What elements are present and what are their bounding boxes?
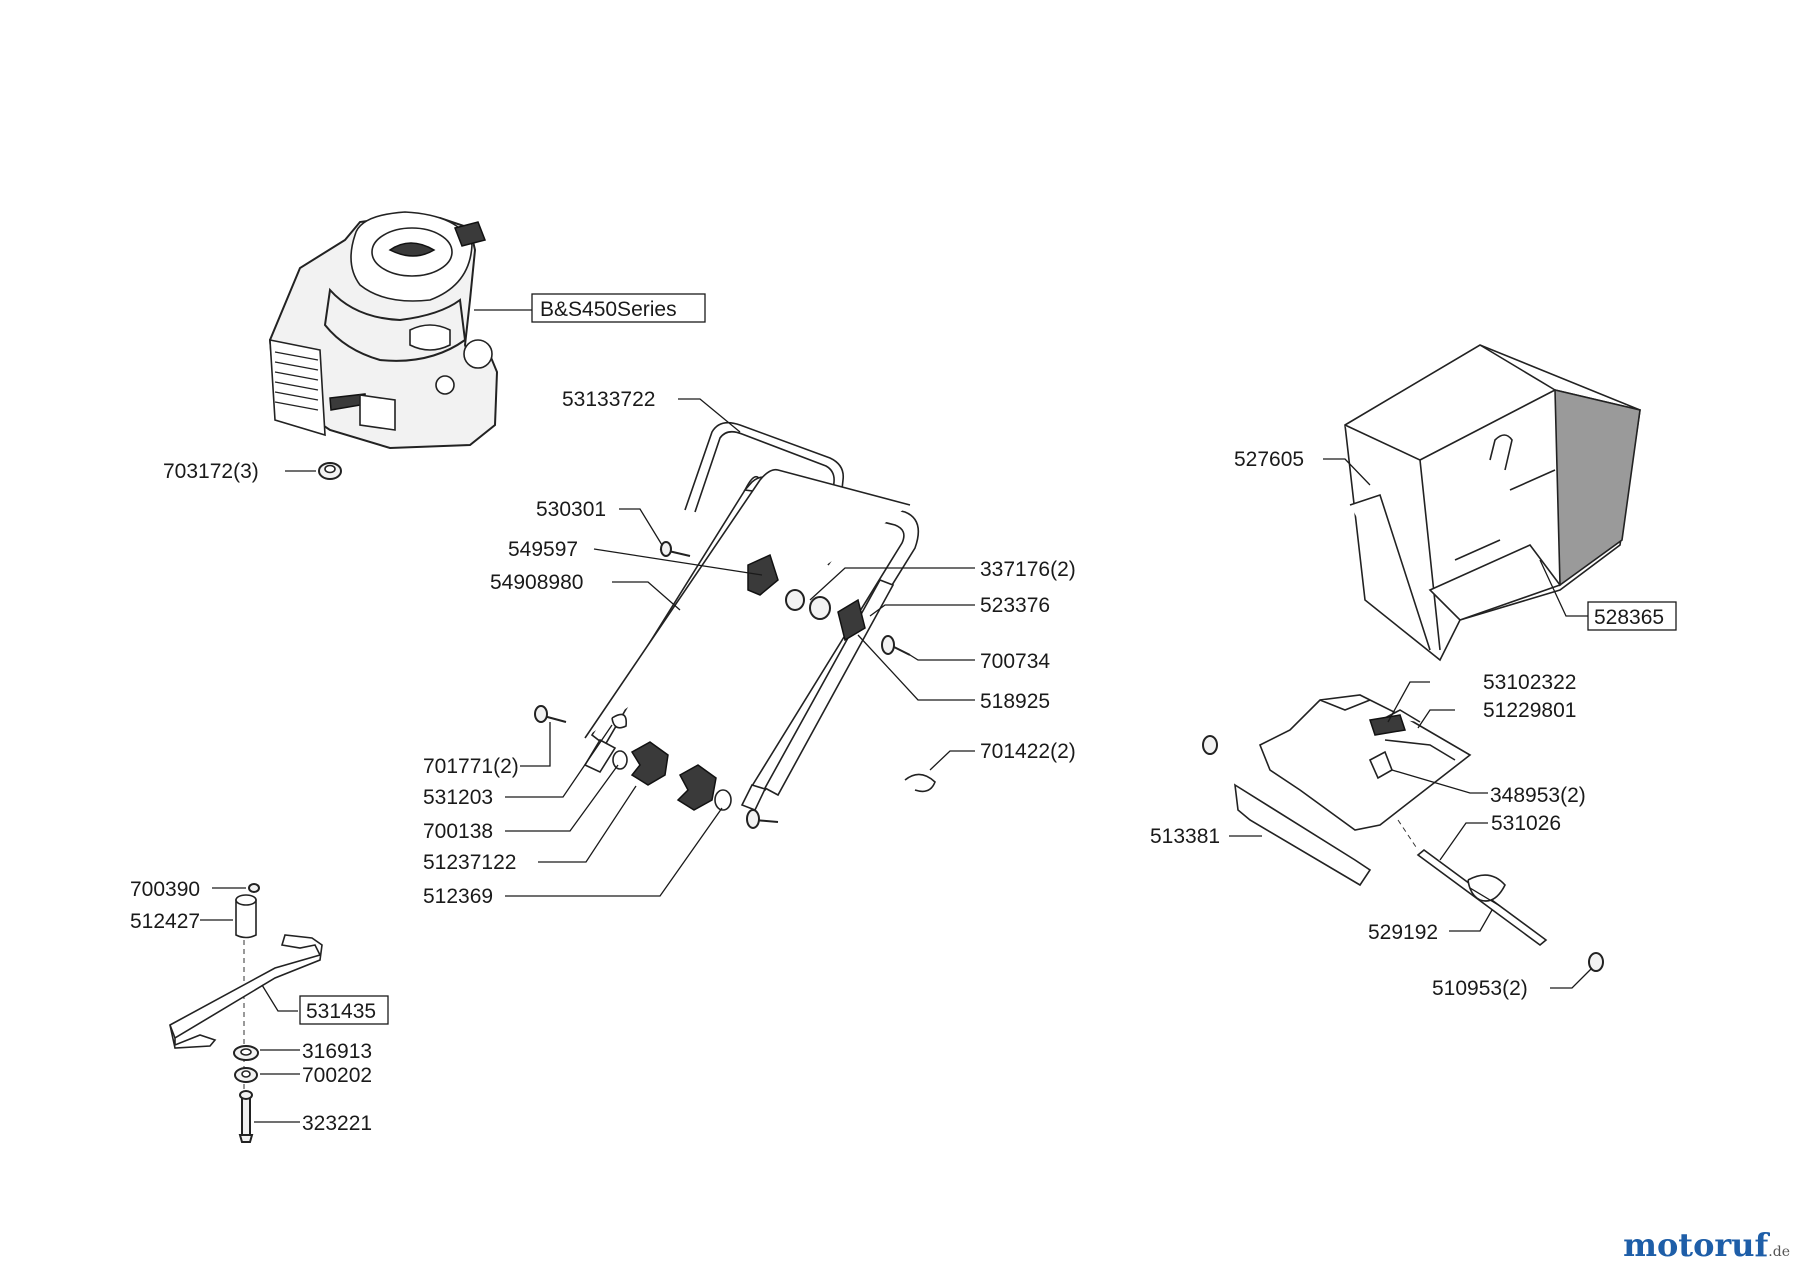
label-316913: 316913 — [302, 1040, 372, 1063]
label-348953: 348953(2) — [1490, 784, 1586, 807]
label-523376: 523376 — [980, 594, 1050, 617]
rod-spring-drawing — [1397, 819, 1604, 972]
label-549597: 549597 — [508, 538, 578, 561]
label-531435: 531435 — [306, 1000, 376, 1023]
engine-drawing — [268, 211, 499, 450]
label-700734: 700734 — [980, 650, 1050, 673]
handle-drawing — [534, 421, 936, 829]
label-528365: 528365 — [1594, 606, 1664, 629]
watermark-logo: motoruf.de — [1623, 1226, 1790, 1264]
label-700390: 700390 — [130, 878, 200, 901]
rear-flap-drawing — [1202, 694, 1472, 887]
label-700202: 700202 — [302, 1064, 372, 1087]
label-53102322: 53102322 — [1483, 671, 1576, 694]
label-703172: 703172(3) — [163, 460, 259, 483]
label-528365-frame — [1587, 601, 1677, 631]
engine-label: B&S450Series — [540, 298, 677, 321]
label-337176: 337176(2) — [980, 558, 1076, 581]
label-512427: 512427 — [130, 910, 200, 933]
label-513381: 513381 — [1150, 825, 1220, 848]
label-54908980: 54908980 — [490, 571, 583, 594]
label-531435-frame — [299, 995, 389, 1025]
grass-bag-drawing — [1344, 344, 1641, 662]
label-700138: 700138 — [423, 820, 493, 843]
label-529192: 529192 — [1368, 921, 1438, 944]
label-512369: 512369 — [423, 885, 493, 908]
blade-assembly-drawing — [169, 883, 323, 1143]
label-323221: 323221 — [302, 1112, 372, 1135]
label-53133722: 53133722 — [562, 388, 655, 411]
engine-label-frame — [531, 293, 706, 323]
label-531026: 531026 — [1491, 812, 1561, 835]
label-530301: 530301 — [536, 498, 606, 521]
label-701771: 701771(2) — [423, 755, 519, 778]
label-527605: 527605 — [1234, 448, 1304, 471]
label-518925: 518925 — [980, 690, 1050, 713]
label-51237122: 51237122 — [423, 851, 516, 874]
label-510953: 510953(2) — [1432, 977, 1528, 1000]
label-701422: 701422(2) — [980, 740, 1076, 763]
label-51229801: 51229801 — [1483, 699, 1576, 722]
nut-703172-drawing — [318, 462, 342, 480]
label-531203: 531203 — [423, 786, 493, 809]
